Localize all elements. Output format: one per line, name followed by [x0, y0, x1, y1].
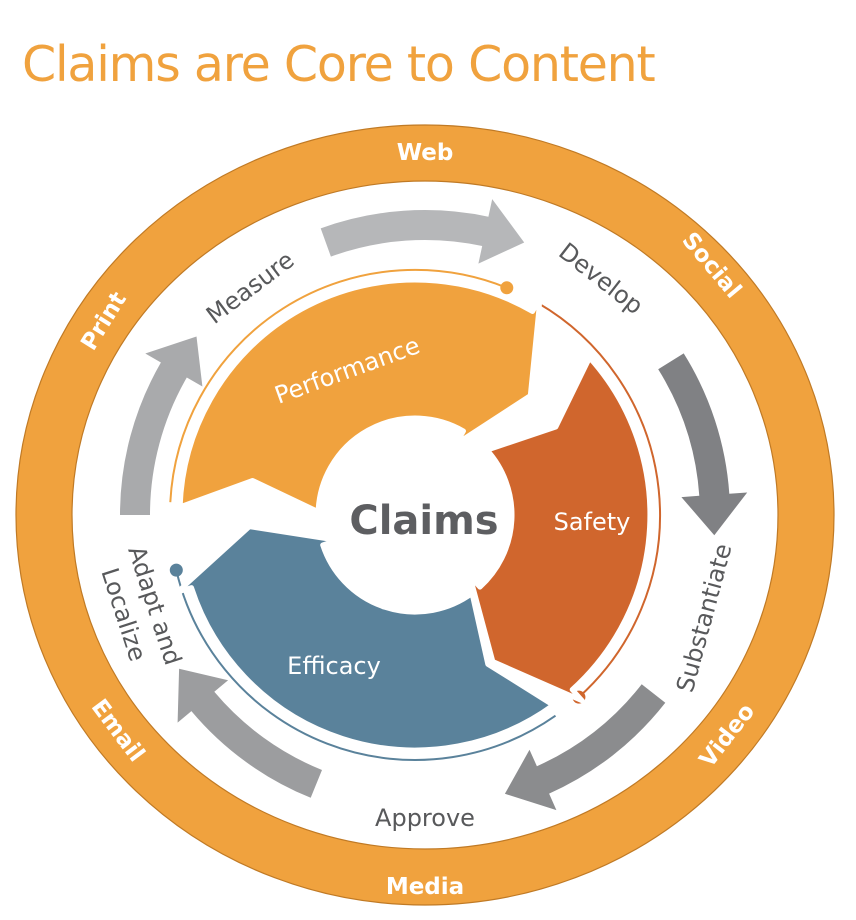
channel-ring-inner-edge — [71, 180, 779, 850]
segment-safety — [467, 355, 653, 704]
guide-arc-performance — [169, 268, 508, 503]
segment-performance — [177, 277, 543, 515]
channel-media: Media — [386, 874, 464, 900]
guide-dot-efficacy — [169, 563, 183, 577]
arrow-approve-to-adapt — [177, 668, 322, 798]
center-label-claims: Claims — [349, 498, 498, 544]
arrow-substantiate-to-approve — [504, 684, 666, 811]
channel-ring-outer-edge — [15, 124, 835, 906]
segment-efficacy — [174, 524, 556, 753]
step-approve: Approve — [375, 804, 475, 832]
guide-arc-efficacy — [175, 569, 557, 761]
segment-label-safety: Safety — [554, 508, 631, 536]
segment-label-efficacy: Efficacy — [287, 652, 381, 680]
arrow-develop-to-substantiate — [658, 353, 748, 536]
page-title: Claims are Core to Content — [22, 36, 656, 93]
guide-dot-performance — [500, 281, 514, 295]
channel-web: Web — [397, 140, 454, 166]
arrow-measure-to-develop — [320, 199, 525, 264]
step-develop: Develop — [553, 237, 648, 320]
step-substantiate: Substantiate — [671, 541, 738, 696]
arrow-adapt-to-measure — [120, 336, 203, 515]
channel-ring — [16, 125, 834, 905]
guide-arc-safety — [536, 301, 662, 698]
